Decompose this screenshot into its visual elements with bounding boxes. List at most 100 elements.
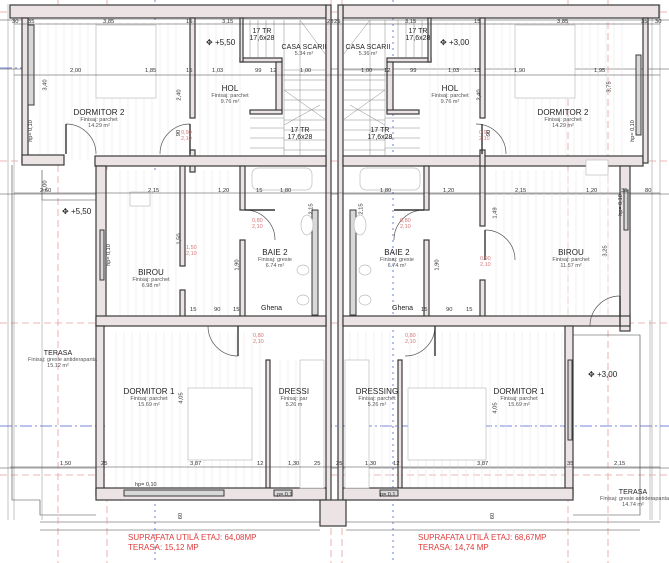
dimension: 15 [233,307,240,313]
room-name: DORMITOR 1 [493,387,545,396]
dimension: 15 [466,307,473,313]
room-area: 9.76 m² [220,99,240,105]
door-height: 2,10 [181,136,192,142]
stairs-right [342,19,423,155]
dimension: 90 [176,129,183,137]
room-dormitor2-right: DORMITOR 2 Finisaj: parchet 14.29 m² [528,108,598,129]
dimension: 15 [474,68,481,74]
room-finish: Finisaj: parchet [80,117,118,123]
dimension: 35 [28,19,35,25]
dimension: 3,25 [602,245,609,257]
sill-height-label: hp= 0,10 [629,120,636,142]
room-dormitor2-left: DORMITOR 2 Finisaj: parchet 14.29 m² [64,108,134,129]
dimension: 3,87 [190,461,202,467]
furniture [95,24,609,489]
dimension: 2,40 [476,89,483,101]
dimension: 35 [621,188,628,194]
dimension: 15 [256,188,263,194]
room-finish: Finisaj: parchet [500,396,538,402]
sill-height-label: hp= 0,10 [27,120,34,142]
dimension: 30 [12,19,19,25]
dimension: 1,20 [586,188,598,194]
room-area: 15.69 m² [138,402,160,408]
room-name: BIROU [558,248,584,257]
dimension: 1,00 [300,68,312,74]
room-finish: Finisaj: gresie antiderapanta [28,357,98,363]
terrace-right-outline [573,320,651,520]
sill-height-label: p= 0,1 [380,492,396,498]
summary-right: SUPRAFATA UTILĂ ETAJ: 68,67MP TERASA: 14… [418,533,546,553]
room-finish: Finisaj: parchet [211,93,249,99]
door-width: 0,80 [405,333,416,339]
room-baie2-left: BAIE 2 Finisaj: gresie 6.74 m² [250,248,300,269]
dimension: 3,15 [222,19,234,25]
door-width: 0,80 [400,218,411,224]
useful-area: SUPRAFATA UTILĂ ETAJ: 68,67MP [418,533,547,542]
dimension-lines [10,23,660,531]
dimension: 2,00 [70,68,82,74]
door-width: 0,80 [253,333,264,339]
stair-spec: 17,6x28 [249,35,275,42]
door-width: 0,80 [252,218,263,224]
dimension: 35 [567,461,574,467]
stairs-left [249,19,327,155]
dimension: 25 [327,19,334,25]
room-name: CASA SCARII [345,44,391,51]
room-name: BIROU [138,268,164,277]
sill-height-label: p= 0,1 [277,492,293,498]
room-name: DORMITOR 2 [537,108,589,117]
level-marker-right: ✥ +3,00 [440,38,470,47]
door-width: 0,90 [479,130,490,136]
terrace-area: TERASA: 14,74 MP [418,543,489,552]
dimension: 1,90 [234,259,241,271]
dimension: 25 [336,461,343,467]
room-name: BAIE 2 [384,248,410,257]
room-finish: Finisaj: parchet [132,277,170,283]
stair-label-upper-right: 17 TR 17,6x28 [400,28,436,42]
dimension: 12 [257,461,264,467]
room-finish: Finisaj: gresie [258,257,292,263]
room-finish: Finisaj: parchet [130,396,168,402]
dimension: 4,05 [178,392,185,404]
dimension: 80 [645,188,652,194]
level-value: +5,50 [214,38,236,47]
room-dressing-left: DRESSI Finisaj: par 5.26 m [272,387,316,408]
room-area: 14.74 m² [622,502,644,508]
room-baie2-right: BAIE 2 Finisaj: gresie 6.74 m² [372,248,422,269]
room-finish: Finisaj: parchet [552,257,590,263]
dimension: 3,40 [42,79,49,91]
room-name: DRESSI [278,387,310,396]
room-casa-scarii-left: CASA SCARII 5.34 m² [280,44,328,57]
dimension: 15 [186,68,193,74]
dimension: 1,49 [492,207,499,219]
room-area: 6.74 m² [265,263,285,269]
dimension: 1,80 [280,188,292,194]
dimension: 15 [186,19,193,25]
dimension: 12 [384,68,391,74]
room-hol-right: HOL Finisaj: parchet 9.76 m² [420,84,480,105]
dimension: 15 [474,19,481,25]
dimension: 2,15 [614,461,626,467]
room-name: DORMITOR 2 [73,108,125,117]
dimension: 60 [490,512,497,520]
level-marker-right-terrace: ✥ +3,00 [588,370,618,379]
room-area: 14.29 m² [88,123,110,129]
dimension: 4,05 [492,402,499,414]
useful-area: SUPRAFATA UTILĂ ETAJ: 64,08MP [128,533,257,542]
dimension: 90 [486,129,493,137]
dimension: 1,85 [145,68,157,74]
dimension: 3,15 [405,19,417,25]
dimension: 2,40 [176,89,183,101]
door-height: 2,10 [480,262,491,268]
room-finish: Finisaj: gresie [380,257,414,263]
dimension: 1,00 [361,68,373,74]
dimension: 2,60 [40,188,52,194]
dimension: 2,15 [515,188,527,194]
